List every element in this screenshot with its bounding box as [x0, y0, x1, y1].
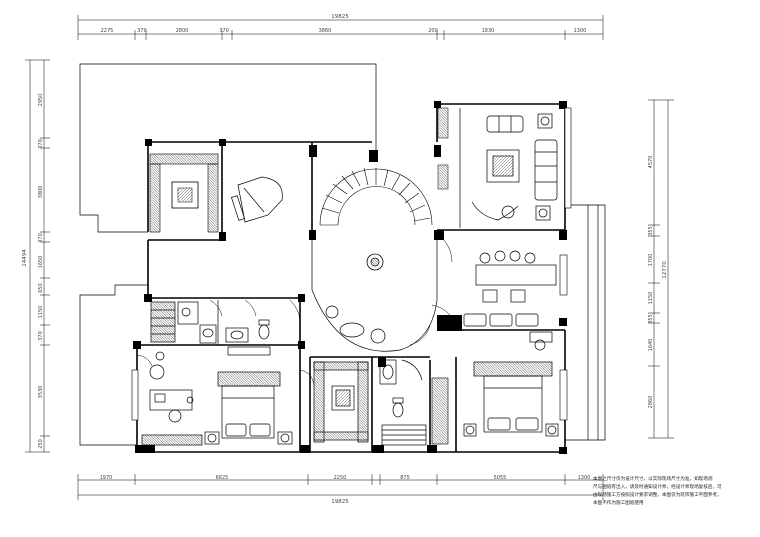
left-overall-dim: 14494 [22, 249, 28, 267]
left-dim-10: 250 [38, 439, 44, 449]
right-segment-labels: 4570 355 1700 1150 355 1640 2860 [648, 156, 654, 409]
spiral-staircase [319, 167, 433, 226]
right-dim-7: 2860 [648, 396, 654, 409]
left-dim-6: 650 [38, 283, 44, 293]
left-dim-9: 3530 [38, 386, 44, 399]
lounge-left-wall-panel-2 [437, 164, 449, 190]
top-segment-labels: 2275 370 2800 370 3860 200 1830 1300 [101, 28, 587, 34]
bottom-segment-labels: 1970 6825 2250 875 5055 1300 [100, 475, 591, 481]
top-dim-1: 2275 [101, 28, 114, 34]
hall-closet [431, 377, 449, 445]
right-dim-1: 4570 [648, 156, 654, 169]
lounge-room [459, 108, 558, 228]
left-dim-2: 370 [38, 139, 44, 149]
bottom-overall-dim: 19825 [331, 499, 349, 505]
windows [131, 107, 572, 421]
left-dim-7: 1150 [38, 306, 44, 319]
bottom-dim-3: 2250 [334, 475, 347, 481]
structural-columns [133, 101, 567, 454]
top-dim-6: 200 [428, 28, 438, 34]
bottom-dim-6: 1300 [578, 475, 591, 481]
note-line-4: 本图不作为施工图纸使用 [593, 501, 644, 506]
right-overall-dim: 12770 [662, 261, 668, 279]
left-segment-labels: 2950 370 3800 370 1650 650 1150 370 3530… [38, 94, 44, 449]
top-dim-2: 370 [137, 28, 147, 34]
right-bedroom [463, 361, 559, 437]
left-dim-8: 370 [38, 331, 44, 341]
top-overall-dim: 19825 [331, 14, 349, 20]
piano-room [230, 176, 283, 223]
right-dim-2: 355 [648, 226, 654, 236]
note-line-3: 由现场施工方按照设计要求调整。本图仅为装饰施工平面参考， [593, 493, 722, 498]
study-room [149, 153, 219, 233]
left-dim-4: 370 [38, 233, 44, 243]
top-dimension-lines [77, 15, 604, 40]
note-line-1: 本图之尺寸仅为设计尺寸，以实际现场尺寸为准，如现场测 [593, 477, 713, 482]
left-dim-1: 2950 [38, 94, 44, 107]
left-dim-3: 3800 [38, 186, 44, 199]
top-dim-3: 2800 [176, 28, 189, 34]
door-swings [136, 239, 457, 386]
bar-area [463, 250, 557, 351]
walk-in-closet [313, 361, 369, 443]
bottom-dim-5: 5055 [494, 475, 507, 481]
right-dim-3: 1700 [648, 254, 654, 267]
terrace-outlines [79, 63, 606, 446]
right-dim-5: 355 [648, 314, 654, 324]
right-dimension-lines [648, 99, 674, 439]
left-bedroom-desk [149, 351, 194, 423]
middle-bathroom [379, 359, 427, 446]
design-notes: 本图之尺寸仅为设计尺寸，以实际现场尺寸为准，如现场测 尺与图纸有出入，请及时通知… [593, 476, 743, 508]
right-dim-6: 1640 [648, 339, 654, 352]
top-dim-7: 1830 [482, 28, 495, 34]
bottom-dim-1: 1970 [100, 475, 113, 481]
landing-chairs [325, 305, 386, 344]
top-dim-5: 3860 [319, 28, 332, 34]
central-landing [311, 240, 438, 352]
left-bathroom [150, 300, 271, 356]
right-dim-4: 1150 [648, 292, 654, 305]
left-bedroom [141, 371, 293, 446]
bottom-dim-4: 875 [400, 475, 410, 481]
left-dim-5: 1650 [38, 256, 44, 269]
bottom-dimension-lines [77, 474, 604, 500]
left-dimension-lines [25, 59, 50, 453]
top-dim-8: 1300 [574, 28, 587, 34]
bottom-dim-2: 6825 [216, 475, 229, 481]
note-line-2: 尺与图纸有出入，请及时通知设计师，经设计师现场复核后，可 [593, 485, 722, 490]
lounge-left-wall-panel [437, 107, 449, 139]
top-dim-4: 370 [219, 28, 229, 34]
